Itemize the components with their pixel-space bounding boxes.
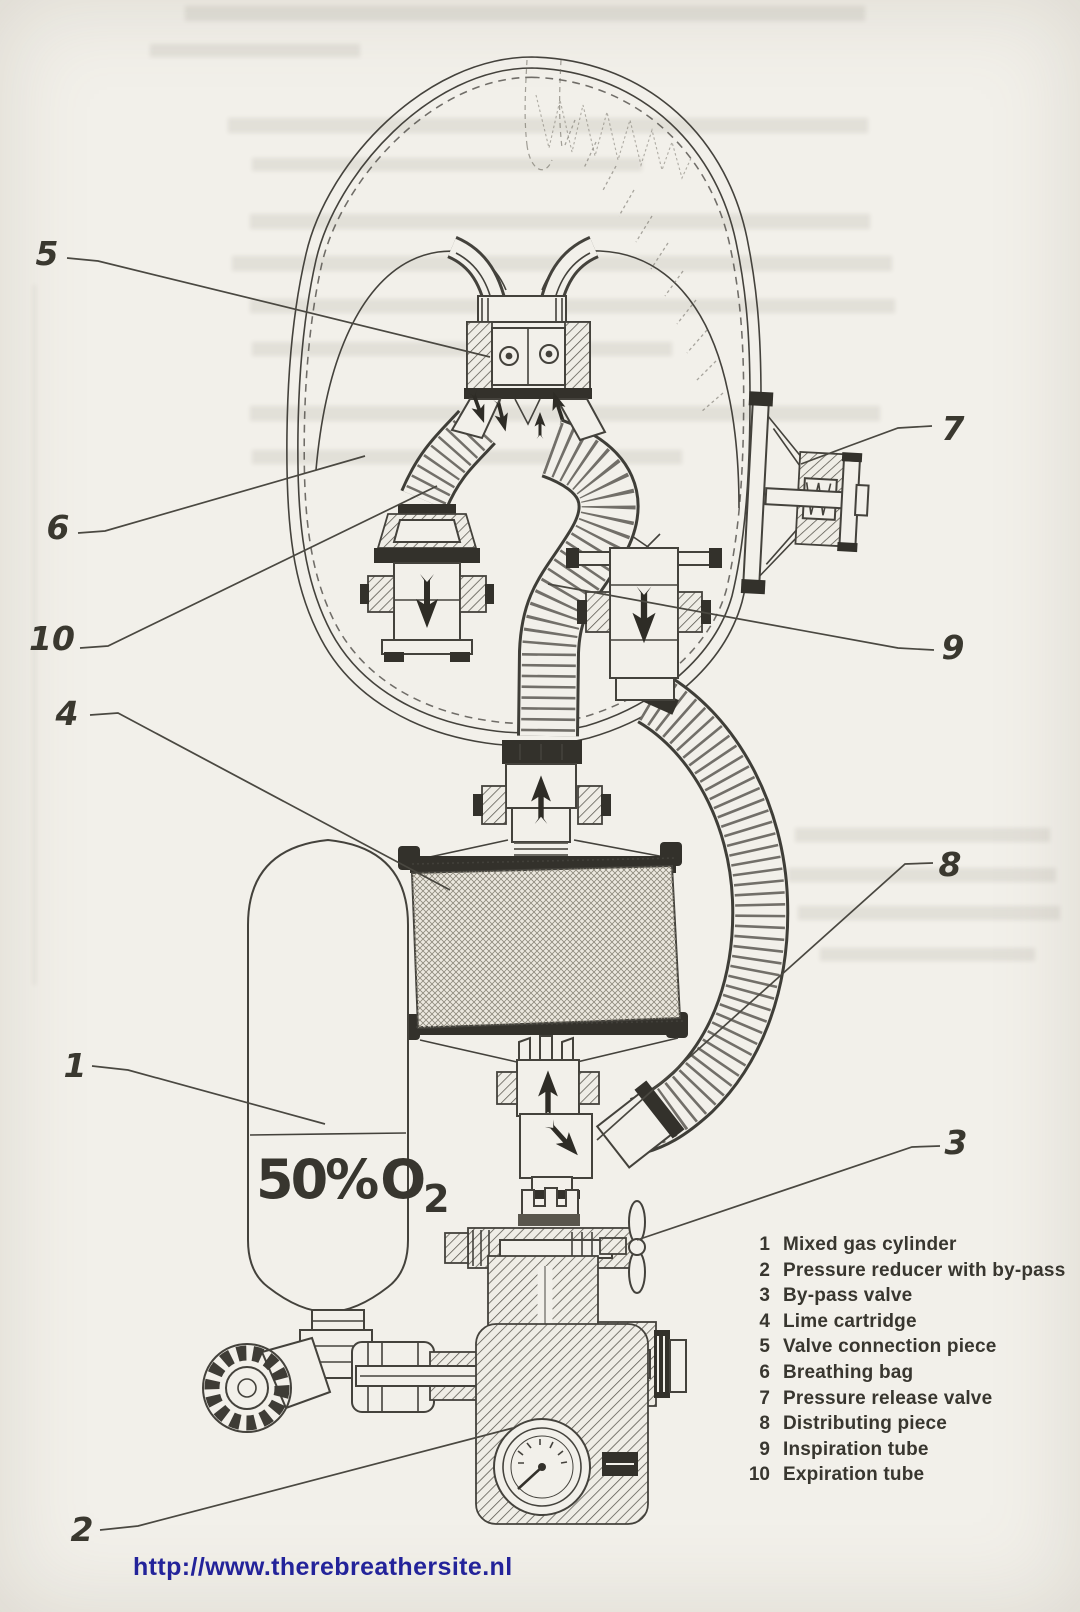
legend-row: 5 Valve connection piece <box>736 1334 1065 1360</box>
leader-2 <box>99 1427 514 1531</box>
callout-2: 2 <box>71 1510 94 1549</box>
leader-7 <box>800 425 933 465</box>
callout-numbers: 5 6 10 4 1 2 7 9 8 3 <box>29 234 967 1549</box>
legend-item-number: 5 <box>759 1336 770 1358</box>
callout-7: 7 <box>942 409 965 448</box>
callout-4: 4 <box>55 694 79 733</box>
callout-10: 10 <box>29 619 75 658</box>
legend-item-number: 10 <box>748 1464 770 1486</box>
legend-item-number: 3 <box>759 1285 770 1307</box>
legend-item-text: Mixed gas cylinder <box>783 1234 957 1255</box>
exhalation-check-valve <box>360 504 494 662</box>
inhalation-check-valve <box>566 533 722 701</box>
leader-lines <box>66 257 941 1531</box>
legend-item-text: Inspiration tube <box>783 1438 929 1460</box>
legend-item-number: 7 <box>759 1387 770 1409</box>
legend-item-text: Distributing piece <box>783 1413 948 1435</box>
legend-row: 10 Expiration tube <box>736 1462 1065 1488</box>
legend-item-text: By-pass valve <box>783 1285 913 1307</box>
legend-row: 1 Mixed gas cylinder <box>736 1232 1065 1258</box>
legend-row: 6 Breathing bag <box>736 1360 1065 1386</box>
legend-item-number: 4 <box>759 1310 770 1332</box>
leader-9 <box>547 583 935 651</box>
legend-item-text: Valve connection piece <box>783 1336 997 1358</box>
by-pass-valve <box>599 1200 646 1294</box>
legend-row: 7 Pressure release valve <box>736 1386 1065 1412</box>
lime-bottom-valve <box>419 1035 679 1119</box>
callout-3: 3 <box>945 1123 968 1162</box>
lime-top-valve <box>415 740 671 862</box>
leader-1 <box>91 1065 326 1125</box>
legend-row: 2 Pressure reducer with by-pass <box>736 1258 1065 1284</box>
legend-item-text: Lime cartridge <box>783 1310 917 1332</box>
pressure-gauge <box>493 1418 591 1516</box>
bag-strap-dashes <box>524 59 563 171</box>
parts-legend: 1 Mixed gas cylinder 2 Pressure reducer wi… <box>736 1232 1065 1488</box>
leader-6 <box>77 455 366 534</box>
lime-cartridge <box>398 842 688 1040</box>
pressure-release-valve <box>740 391 870 595</box>
legend-item-number: 6 <box>759 1361 770 1383</box>
legend-item-number: 1 <box>759 1234 770 1255</box>
legend-item-number: 8 <box>759 1413 770 1435</box>
legend-item-text: Pressure reducer with by-pass <box>783 1259 1066 1281</box>
cylinder-valve-handwheel <box>202 1329 373 1433</box>
legend-row: 3 By-pass valve <box>736 1283 1065 1309</box>
leader-4 <box>89 712 451 891</box>
callout-1: 1 <box>64 1046 87 1085</box>
callout-9: 9 <box>942 628 965 667</box>
legend-row: 9 Inspiration tube <box>736 1437 1065 1463</box>
valve-connection-piece <box>446 235 607 442</box>
legend-row: 8 Distributing piece <box>736 1411 1065 1437</box>
legend-row: 4 Lime cartridge <box>736 1309 1065 1335</box>
mixed-gas-cylinder: 50%O2 <box>247 838 450 1333</box>
legend-item-number: 2 <box>759 1259 770 1281</box>
leader-8 <box>596 862 934 1141</box>
callout-5: 5 <box>36 234 59 273</box>
leader-5 <box>66 257 491 358</box>
website-watermark-link[interactable]: http://www.therebreathersite.nl <box>133 1553 513 1581</box>
legend-item-number: 9 <box>759 1438 770 1460</box>
bag-fold-zigzag <box>535 94 693 180</box>
bag-shading-dashes <box>564 119 724 413</box>
leader-10 <box>79 485 438 649</box>
cylinder-gas-label: 50%O2 <box>256 1148 447 1221</box>
legend-item-text: Expiration tube <box>783 1464 925 1486</box>
callout-8: 8 <box>939 845 962 884</box>
leader-3 <box>636 1145 941 1241</box>
inspiration-tube <box>517 418 640 737</box>
callout-6: 6 <box>47 508 70 547</box>
legend-item-text: Pressure release valve <box>783 1387 993 1409</box>
legend-item-text: Breathing bag <box>783 1361 914 1383</box>
pressure-reducer <box>351 1187 687 1525</box>
distributing-piece <box>519 1080 685 1199</box>
